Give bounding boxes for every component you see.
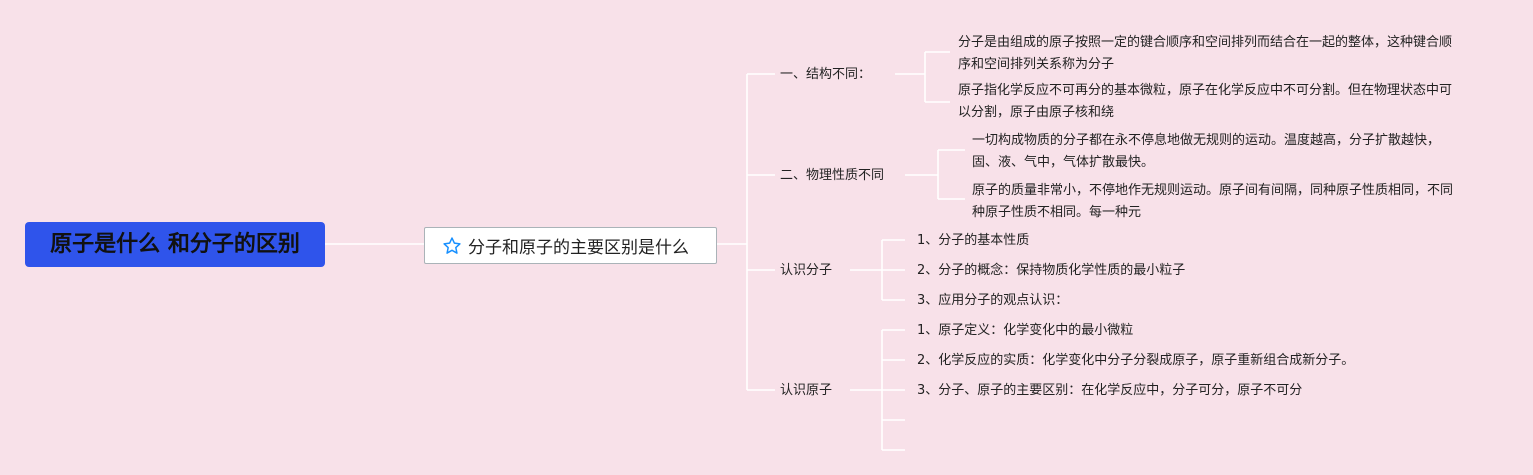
branch-know-atom[interactable]: 认识原子	[780, 383, 833, 398]
molecule-item-2[interactable]: 2、分子的概念：保持物质化学性质的最小粒子	[917, 263, 1186, 278]
central-topic[interactable]: 分子和原子的主要区别是什么	[424, 227, 717, 264]
branch-structure-item-2[interactable]: 原子指化学反应不可再分的基本微粒，原子在化学反应中不可分割。但在物理状态中可以分…	[958, 83, 1453, 120]
branch-structure[interactable]: 一、结构不同：	[780, 67, 872, 82]
branch-know-molecule[interactable]: 认识分子	[780, 263, 833, 278]
branch-physical-properties[interactable]: 二、物理性质不同	[780, 168, 885, 183]
atom-item-3[interactable]: 3、分子、原子的主要区别：在化学反应中，分子可分，原子不可分	[917, 383, 1303, 398]
molecule-item-3[interactable]: 3、应用分子的观点认识：	[917, 293, 1069, 308]
root-topic[interactable]: 原子是什么 和分子的区别	[25, 222, 325, 267]
branch-physical-item-2[interactable]: 原子的质量非常小，不停地作无规则运动。原子间有间隔，同种原子性质相同，不同种原子…	[972, 183, 1454, 220]
star-outline-icon	[443, 236, 461, 254]
molecule-item-1[interactable]: 1、分子的基本性质	[917, 233, 1030, 248]
branch-structure-item-1[interactable]: 分子是由组成的原子按照一定的键合顺序和空间排列而结合在一起的整体，这种键合顺序和…	[958, 35, 1453, 72]
atom-item-1[interactable]: 1、原子定义：化学变化中的最小微粒	[917, 323, 1134, 338]
atom-item-2[interactable]: 2、化学反应的实质：化学变化中分子分裂成原子，原子重新组合成新分子。	[917, 353, 1355, 368]
central-topic-label: 分子和原子的主要区别是什么	[468, 238, 689, 258]
branch-physical-item-1[interactable]: 一切构成物质的分子都在永不停息地做无规则的运动。温度越高，分子扩散越快，固、液、…	[972, 133, 1441, 170]
